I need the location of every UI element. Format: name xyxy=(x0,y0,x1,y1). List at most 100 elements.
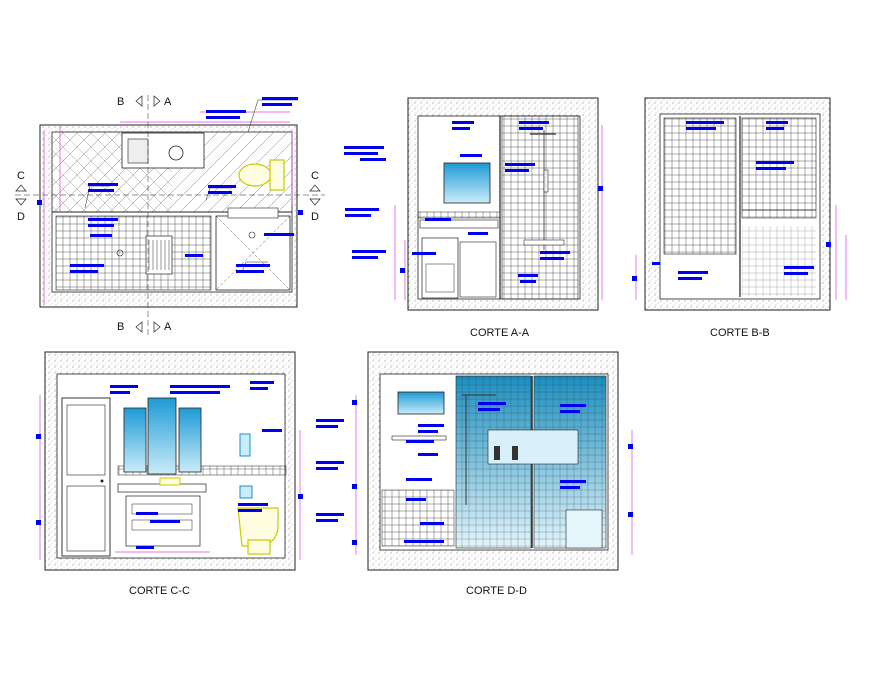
annotation-tag xyxy=(540,257,564,260)
annotation-tag xyxy=(756,161,794,164)
annotation-tag xyxy=(406,478,432,481)
annotation-tag xyxy=(136,512,158,515)
annotation-tag xyxy=(686,127,716,130)
annotation-tag xyxy=(170,391,220,394)
annotation-tag xyxy=(136,546,154,549)
annotation-tag xyxy=(460,154,482,157)
annotation-tag xyxy=(560,410,580,413)
plan-marker-top-left: B xyxy=(117,96,125,108)
annotation-tag xyxy=(238,509,262,512)
plan-marker-top-right: A xyxy=(164,96,172,108)
plan-marker-right-top: C xyxy=(311,170,319,182)
section-cc-title: CORTE C-C xyxy=(129,585,190,597)
plan-marker-bottom-right: A xyxy=(164,321,172,333)
annotation-tag xyxy=(360,158,386,161)
annotation-tag xyxy=(352,250,386,253)
dimension-marker xyxy=(36,434,41,439)
annotation-tag xyxy=(540,251,570,254)
annotation-tag xyxy=(406,498,426,501)
annotation-tag xyxy=(88,224,114,227)
annotation-tag xyxy=(344,146,384,149)
annotation-tag xyxy=(262,103,292,106)
section-bb-title: CORTE B-B xyxy=(710,327,770,339)
dimension-marker xyxy=(628,512,633,517)
annotation-tag xyxy=(412,252,436,255)
annotation-tag xyxy=(425,218,451,221)
annotation-tag xyxy=(316,513,344,516)
annotation-tag xyxy=(345,208,379,211)
annotation-tag xyxy=(236,264,270,267)
annotation-tag xyxy=(519,127,543,130)
annotation-tag xyxy=(478,402,506,405)
annotation-tag xyxy=(756,167,786,170)
annotation-tag xyxy=(519,121,549,124)
annotation-tag xyxy=(452,121,474,124)
annotation-tag xyxy=(468,232,488,235)
dimension-marker xyxy=(352,400,357,405)
annotation-tag xyxy=(420,522,444,525)
annotation-tag xyxy=(206,110,246,113)
dimension-marker xyxy=(36,520,41,525)
annotation-tag xyxy=(88,183,118,186)
annotation-tag xyxy=(766,121,788,124)
annotation-tag xyxy=(345,214,371,217)
annotation-tag xyxy=(150,520,180,523)
annotation-tag xyxy=(90,234,112,237)
annotation-tag xyxy=(238,503,268,506)
annotation-tag xyxy=(518,274,538,277)
annotation-tag xyxy=(316,519,338,522)
plan-marker-bottom-left: B xyxy=(117,321,125,333)
dimension-marker xyxy=(352,484,357,489)
annotation-tag xyxy=(208,185,236,188)
annotation-tag xyxy=(678,277,702,280)
annotation-tag xyxy=(185,254,203,257)
annotation-tag xyxy=(766,127,784,130)
annotation-tag xyxy=(344,152,378,155)
annotation-tag xyxy=(208,191,232,194)
annotation-tag xyxy=(110,385,138,388)
plan-marker-left-top: C xyxy=(17,170,25,182)
annotation-tag xyxy=(170,385,230,388)
section-aa-title: CORTE A-A xyxy=(470,327,530,339)
dimension-marker xyxy=(598,186,603,191)
annotation-tag xyxy=(560,404,586,407)
dimension-marker xyxy=(37,200,42,205)
plan-marker-left-bottom: D xyxy=(17,211,25,223)
annotation-tag xyxy=(505,163,535,166)
annotation-tag xyxy=(784,266,814,269)
annotation-tag xyxy=(784,272,808,275)
annotation-tag xyxy=(520,280,536,283)
annotation-tag xyxy=(250,387,268,390)
annotation-tag xyxy=(262,429,282,432)
annotation-tag xyxy=(452,127,470,130)
section-cc-elevation xyxy=(39,351,301,571)
floor-plan xyxy=(15,95,325,335)
section-bb-elevation xyxy=(635,97,847,311)
section-aa-elevation xyxy=(394,97,603,311)
annotation-tag xyxy=(264,233,294,236)
annotation-tag xyxy=(352,256,378,259)
dimension-marker xyxy=(628,444,633,449)
annotation-tag xyxy=(678,271,708,274)
annotation-tag xyxy=(686,121,724,124)
dimension-marker xyxy=(352,540,357,545)
dimension-marker xyxy=(400,268,405,273)
annotation-tag xyxy=(418,453,438,456)
annotation-tag xyxy=(88,218,118,221)
dimension-marker xyxy=(826,242,831,247)
annotation-tag xyxy=(206,116,240,119)
annotation-tag xyxy=(236,270,264,273)
annotation-tag xyxy=(110,391,130,394)
annotation-tag xyxy=(418,424,444,427)
annotation-tag xyxy=(316,461,344,464)
section-dd-elevation xyxy=(355,351,633,571)
annotation-tag xyxy=(316,419,344,422)
annotation-tag xyxy=(316,467,338,470)
annotation-tag xyxy=(70,270,98,273)
section-dd-title: CORTE D-D xyxy=(466,585,527,597)
annotation-tags xyxy=(36,97,831,549)
dimension-marker xyxy=(632,276,637,281)
annotation-tag xyxy=(560,486,580,489)
annotation-tag xyxy=(478,408,500,411)
